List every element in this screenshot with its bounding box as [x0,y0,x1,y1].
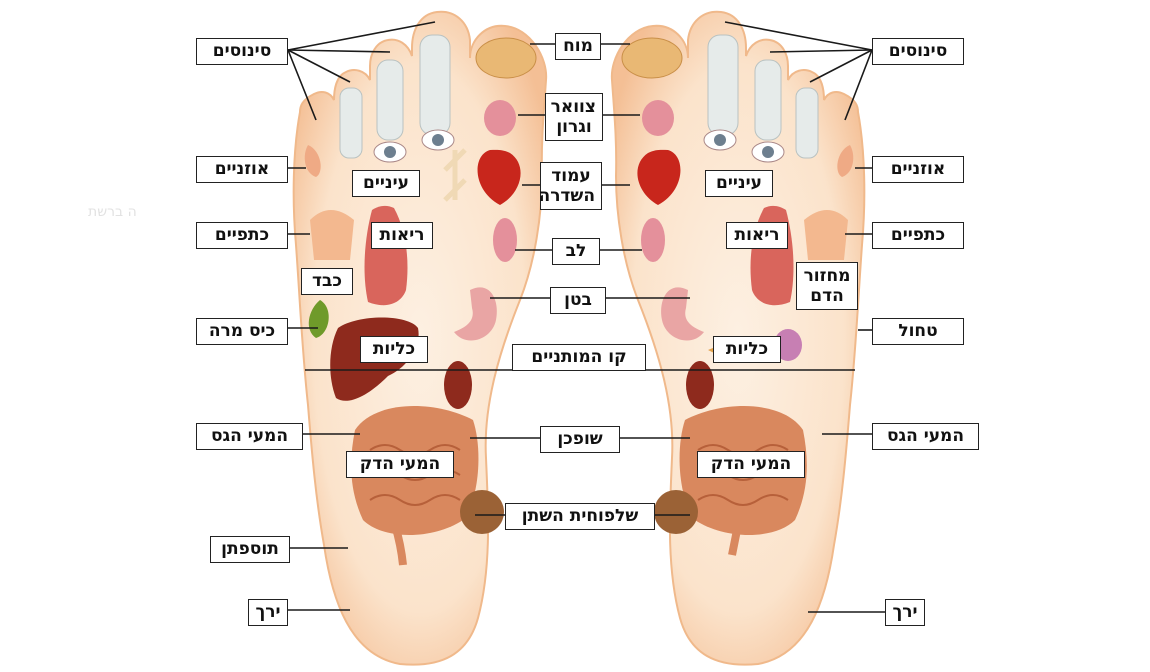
label-heart: לב [552,238,600,265]
label-brain: מוח [555,33,601,60]
left-bladder-organ [460,490,504,534]
label-right-sinuses: סינוסים [872,38,964,65]
label-right-circulation-line1: מחזור [803,266,851,286]
label-bladder: שלפוחית השתן [505,503,655,530]
label-left-eyes: עיניים [352,170,420,197]
right-bladder-organ [654,490,698,534]
left-ear-organ [304,145,321,177]
label-right-large-intestine: המעי הגס [872,423,979,450]
label-right-circulation-line2: הדם [810,286,844,306]
label-left-sinuses: סינוסים [196,38,288,65]
label-left-kidneys: כליות [360,336,428,363]
label-right-eyes: עיניים [705,170,773,197]
label-right-shoulders: כתפיים [872,222,964,249]
right-eyes-organ [703,129,785,163]
left-thyroid-organ [484,100,516,136]
label-neck-throat-line2: וגרון [556,117,592,137]
right-spleen-organ [774,329,802,361]
left-stomach-organ [454,287,497,341]
left-shoulder-organ [310,210,354,260]
label-left-lungs: ריאות [371,222,433,249]
label-spine-line2: השדרה [538,186,595,206]
label-left-appendix: תוספתן [210,536,290,563]
right-shoulder-organ [804,210,848,260]
right-ear-organ [837,145,854,177]
left-toe-bones [339,34,537,159]
label-left-small-intestine: המעי הדק [346,451,454,478]
label-left-liver: כבד [301,268,353,295]
label-neck-throat: צוואר וגרון [545,93,603,141]
label-neck-throat-line1: צוואר [550,97,596,117]
right-thymus-organ [641,218,665,262]
left-heart-organ [477,149,521,205]
left-trachea-organ [443,148,467,202]
right-heart-organ [637,149,681,205]
label-right-small-intestine: המעי הדק [697,451,805,478]
label-right-lungs: ריאות [726,222,788,249]
watermark-text: ה ברשת [88,204,137,220]
label-left-shoulders: כתפיים [196,222,288,249]
label-right-kidneys: כליות [713,336,781,363]
right-stomach-organ [661,287,704,341]
leader-lines [287,21,885,613]
label-spine-line1: עמוד [551,166,591,186]
label-right-thigh: ירך [885,599,925,626]
label-stomach: בטן [550,287,606,314]
label-right-spleen: טחול [872,318,964,345]
label-left-gallbladder: כיס מרה [196,318,288,345]
left-thymus-organ [493,218,517,262]
label-spine: עמוד השדרה [538,162,602,210]
label-left-large-intestine: המעי הגס [196,423,303,450]
right-kidney-organ [686,361,714,409]
right-thyroid-organ [642,100,674,136]
label-waist-line: קו המותניים [512,344,646,371]
label-left-thigh: ירך [248,599,288,626]
label-right-ears: אוזניים [872,156,964,183]
left-eyes-organ [373,129,455,163]
label-left-ears: אוזניים [196,156,288,183]
label-right-circulation: מחזור הדם [796,262,858,310]
label-sphincter: שופכן [540,426,620,453]
left-kidney-organ [444,361,472,409]
